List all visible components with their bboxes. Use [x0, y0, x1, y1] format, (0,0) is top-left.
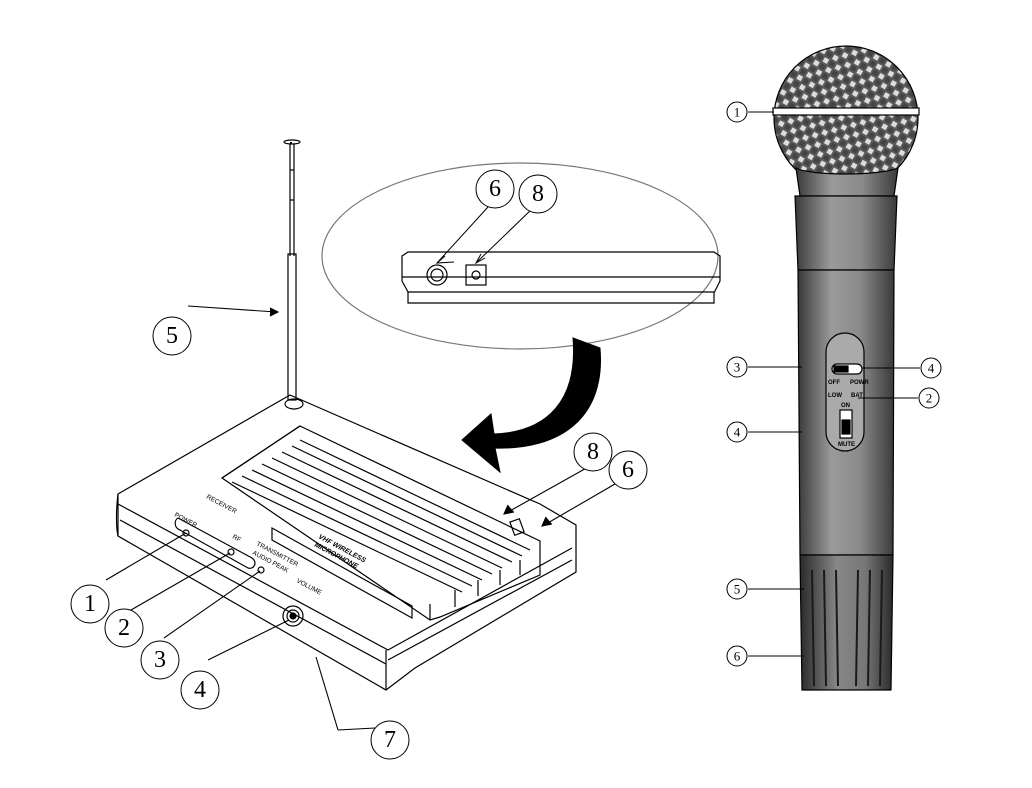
svg-text:8: 8	[587, 439, 599, 465]
receiver-body	[117, 394, 577, 691]
off-label: OFF	[828, 380, 840, 386]
mic-callout-3: 3	[726, 356, 748, 378]
svg-text:4: 4	[734, 425, 741, 440]
svg-text:3: 3	[734, 360, 741, 375]
mic-callout-5: 5	[726, 578, 748, 600]
mic-callout-4-body: 4	[726, 421, 748, 443]
receiver-leaders	[105, 305, 616, 731]
mic-callout-4-switch: 4	[920, 357, 942, 379]
mic-switch-panel	[825, 332, 865, 452]
power-label: POWER	[173, 512, 198, 530]
microphone	[772, 45, 920, 691]
mic-callouts: 1 3 4 2 4 5 6	[726, 101, 942, 667]
callout-8: 8	[573, 432, 613, 472]
volume-label: VOLUME	[295, 578, 323, 597]
volume-knob[interactable]	[282, 605, 304, 627]
top-vents	[220, 425, 541, 621]
svg-text:4: 4	[194, 677, 206, 703]
svg-text:6: 6	[734, 649, 741, 664]
power-led	[182, 529, 190, 537]
callout-4: 4	[180, 670, 220, 710]
svg-text:1: 1	[84, 591, 96, 617]
mic-handle-top	[794, 195, 898, 271]
callout-5: 5	[152, 316, 192, 356]
svg-text:6: 6	[622, 457, 634, 483]
inset-callout-6: 6	[475, 169, 515, 209]
audio-peak-led	[257, 566, 265, 574]
callout-7: 7	[370, 720, 410, 760]
mic-leaders	[748, 111, 920, 657]
callout-6: 6	[608, 450, 648, 490]
antenna	[283, 139, 304, 410]
receiver-callouts: 5 1 2 3 4 7 8 6 6 8	[70, 169, 648, 760]
on-label: ON	[841, 403, 850, 409]
svg-text:8: 8	[532, 181, 544, 207]
svg-text:2: 2	[926, 391, 933, 406]
mic-callout-6: 6	[726, 645, 748, 667]
svg-text:3: 3	[154, 647, 166, 673]
back-connector	[509, 517, 525, 537]
callout-3: 3	[140, 640, 180, 680]
mic-switch-labels: OFF POWR LOW BAT ON MUTE	[828, 380, 869, 448]
svg-text:7: 7	[384, 727, 396, 753]
callout-2: 2	[104, 608, 144, 648]
svg-text:4: 4	[928, 361, 935, 376]
mic-callout-2: 2	[918, 387, 940, 409]
svg-text:5: 5	[734, 582, 741, 597]
callout-1: 1	[70, 584, 110, 624]
svg-text:1: 1	[734, 105, 741, 120]
inset-power-jack	[465, 264, 487, 286]
svg-text:5: 5	[166, 323, 178, 349]
brand-plate	[271, 526, 413, 620]
curved-arrow	[461, 337, 602, 474]
low-label: LOW	[828, 393, 842, 399]
rf-led	[227, 548, 235, 556]
inset-callout-8: 8	[518, 174, 558, 214]
receiver-panel-labels: RECEIVER POWER RF TRANSMITTER AUDIO PEAK…	[173, 494, 367, 597]
powr-label: POWR	[850, 380, 869, 386]
receiver-unit	[115, 139, 577, 691]
rf-label: RF	[231, 534, 242, 544]
rear-panel-inset	[321, 162, 721, 350]
mute-label: MUTE	[838, 442, 855, 448]
front-panel-recess	[174, 517, 256, 569]
svg-text:6: 6	[489, 176, 501, 202]
mic-callout-1: 1	[726, 101, 748, 123]
svg-text:2: 2	[118, 615, 130, 641]
inset-antenna-jack	[426, 264, 448, 286]
bat-label: BAT	[851, 393, 863, 399]
receiver-label: RECEIVER	[205, 494, 238, 516]
